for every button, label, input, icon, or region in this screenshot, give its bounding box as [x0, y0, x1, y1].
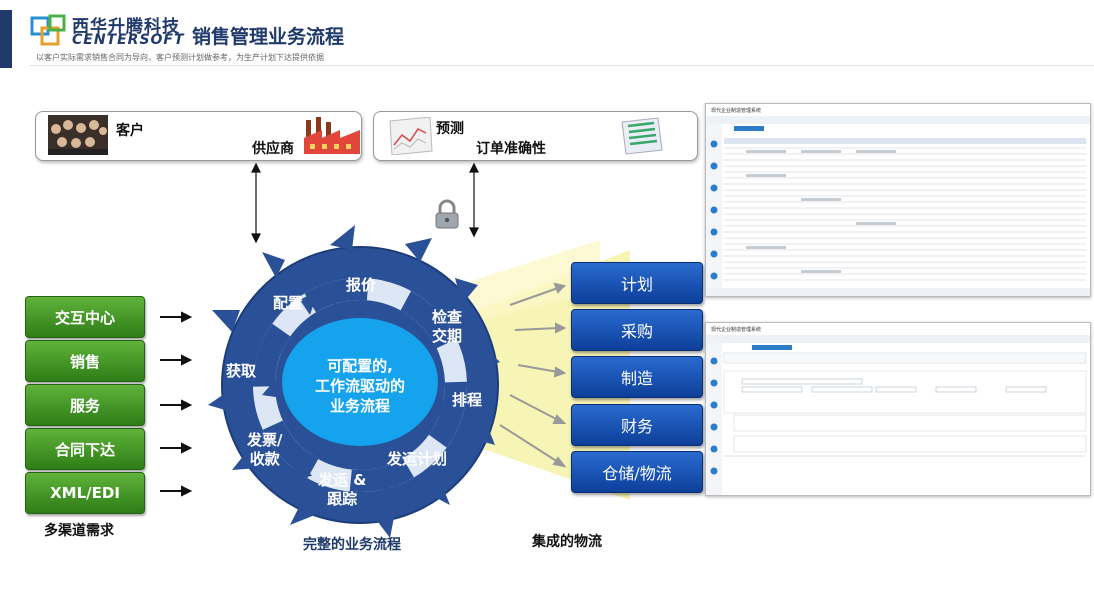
- customer-link-arrow: [251, 162, 261, 244]
- erp-form-screenshot: 现代企业制造管理系统: [705, 322, 1091, 496]
- erp-list-screenshot: 现代企业制造管理系统: [705, 103, 1091, 297]
- logistics-purchase: 采购: [571, 309, 703, 351]
- stage-check-delivery: 检查交期: [432, 308, 463, 345]
- stage-ship-plan: 发运计划: [387, 450, 448, 468]
- forecast-accuracy-box: 预测 订单准确性: [373, 111, 698, 161]
- logistics-plan: 计划: [571, 262, 703, 304]
- wheel-caption: 完整的业务流程: [303, 537, 401, 553]
- forecast-link-arrow: [469, 162, 479, 238]
- customer-label: 客户: [116, 123, 144, 139]
- logo-icon: [30, 14, 66, 46]
- channel-sales: 销售: [25, 340, 145, 382]
- header-accent-bar: [0, 10, 12, 68]
- header-divider: [30, 65, 1094, 66]
- stage-configure: 配置: [273, 294, 304, 312]
- channel-xml-edi: XML/EDI: [25, 472, 145, 514]
- stage-ship-track: 发运 &跟踪: [318, 471, 367, 508]
- supplier-label: 供应商: [252, 141, 294, 157]
- logistics-warehouse: 仓储/物流: [571, 451, 703, 493]
- order-accuracy-label: 订单准确性: [476, 141, 546, 157]
- process-wheel: [208, 225, 500, 538]
- channel-arrows: [160, 311, 193, 497]
- crowd-photo-icon: [48, 115, 108, 155]
- wheel-center-text: 可配置的,工作流驱动的业务流程: [314, 357, 405, 415]
- logistics-arrows: [499, 282, 567, 468]
- logo-chinese-name: 西华升腾科技: [72, 17, 180, 37]
- factory-icon: [304, 117, 360, 154]
- stage-quote: 报价: [346, 276, 377, 294]
- stage-schedule: 排程: [452, 391, 483, 409]
- stage-invoice: 发票/收款: [247, 431, 283, 468]
- erp-list-thumbnail: [706, 116, 1090, 296]
- page-title: 销售管理业务流程: [192, 26, 345, 48]
- logistics-manufacture: 制造: [571, 356, 703, 398]
- channels-caption: 多渠道需求: [44, 523, 114, 539]
- erp-list-title: 现代企业制造管理系统: [711, 108, 762, 114]
- channel-contract: 合同下达: [25, 428, 145, 470]
- lock-icon: [435, 199, 459, 229]
- forecast-chart-icon: [389, 117, 433, 155]
- company-logo: 西华升腾科技 CENTERSOFT: [30, 12, 190, 54]
- erp-form-title: 现代企业制造管理系统: [711, 327, 762, 333]
- logo-english-name: CENTERSOFT: [72, 32, 185, 48]
- logistics-caption: 集成的物流: [532, 534, 602, 550]
- erp-form-thumbnail: [706, 335, 1090, 495]
- forecast-label: 预测: [436, 121, 464, 137]
- order-list-icon: [621, 117, 663, 155]
- channel-service: 服务: [25, 384, 145, 426]
- page-subtitle: 以客户实际需求销售合同为导向，客户预测计划做参考，为生产计划下达提供依据: [36, 53, 324, 62]
- logistics-finance: 财务: [571, 404, 703, 446]
- stage-acquire: 获取: [226, 362, 257, 380]
- channel-interaction-center: 交互中心: [25, 296, 145, 338]
- customer-supplier-box: 客户 供应商: [35, 111, 362, 161]
